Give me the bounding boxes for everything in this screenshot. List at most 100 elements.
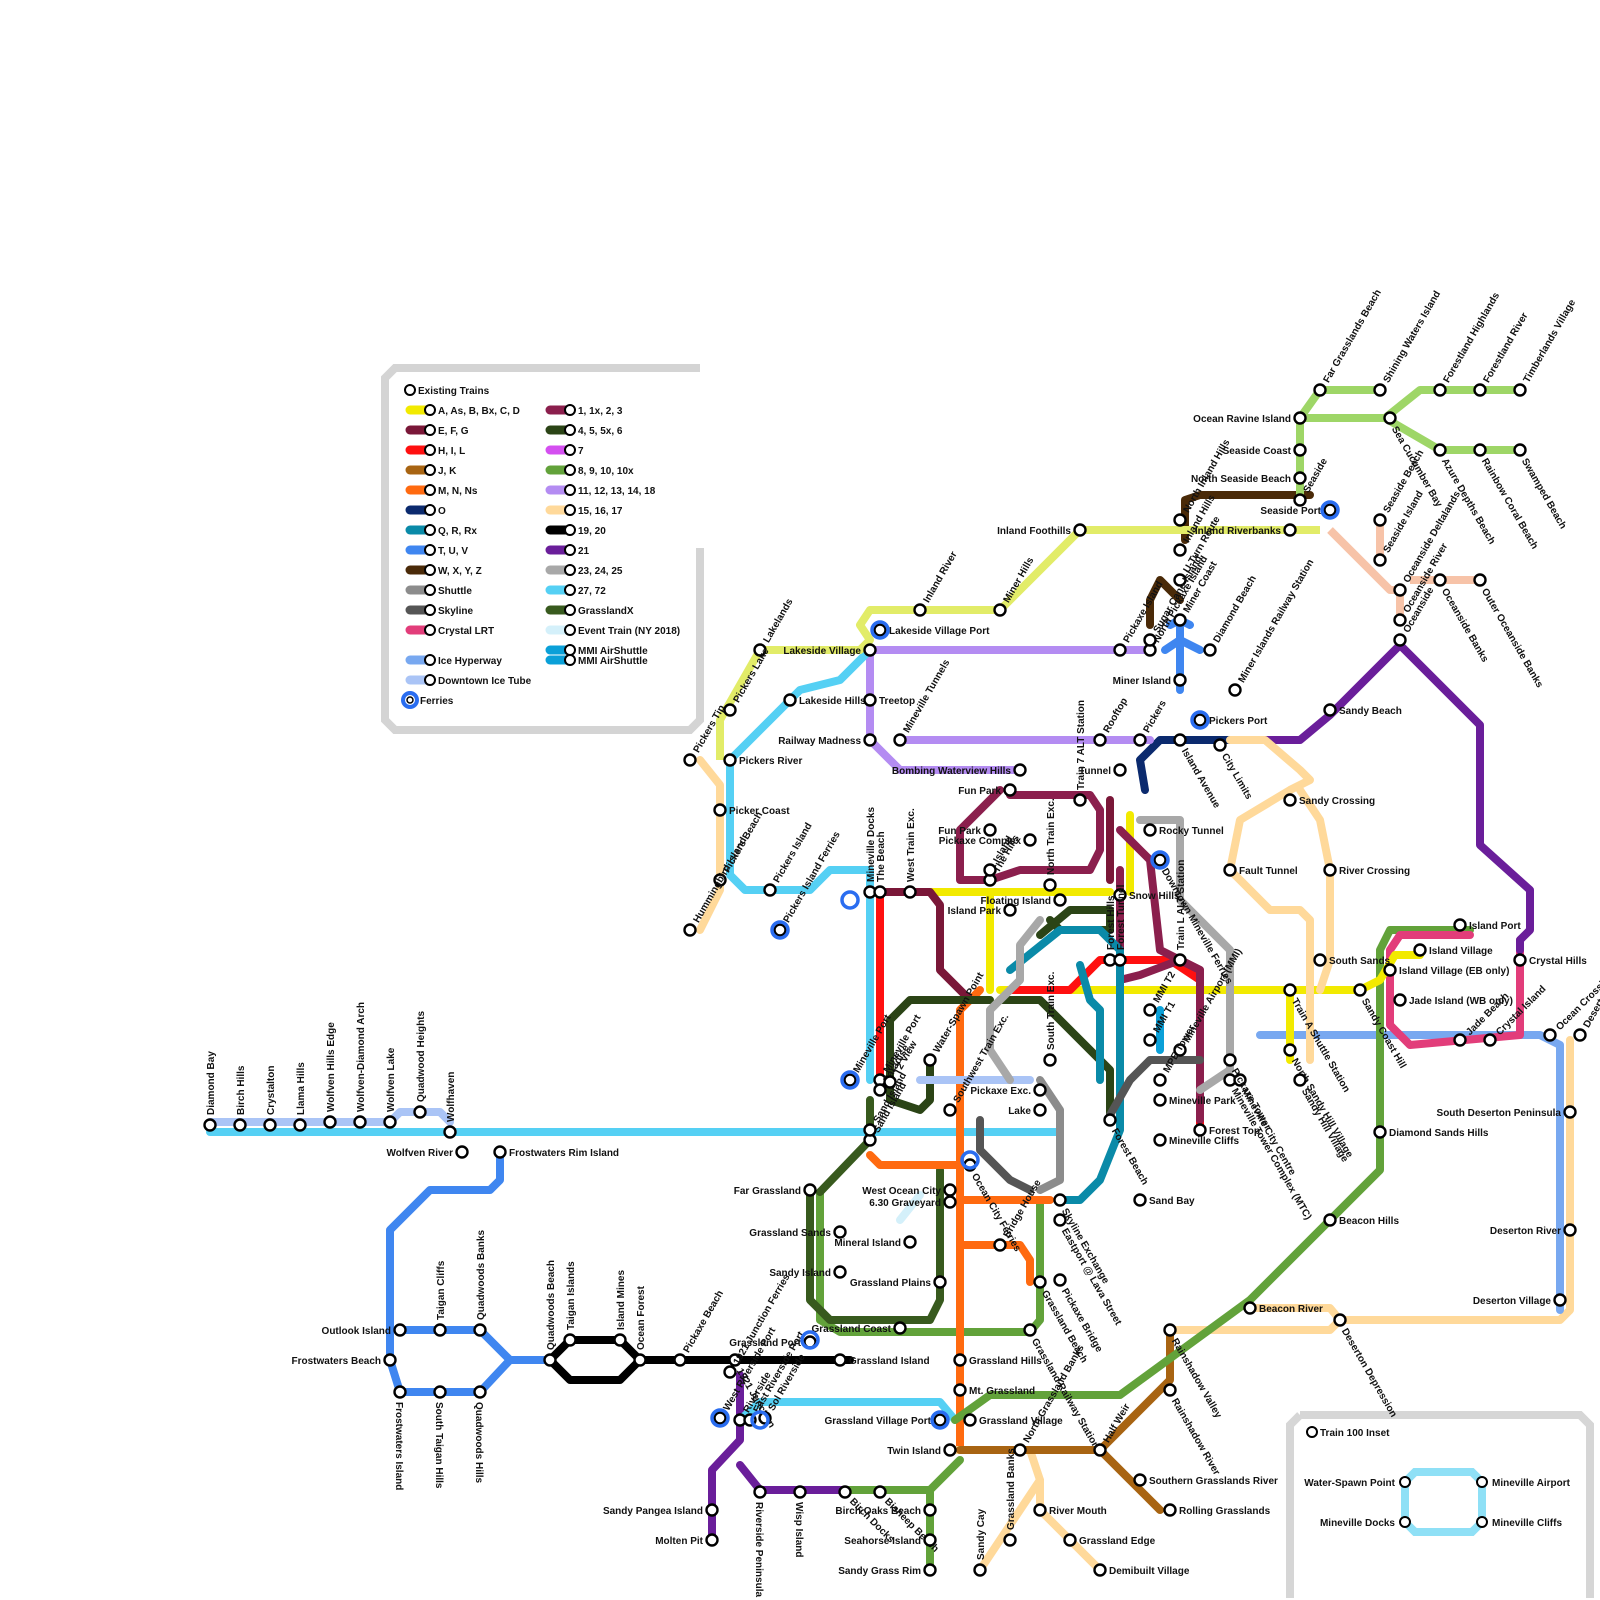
station-marker[interactable] bbox=[713, 873, 727, 887]
station[interactable]: Ocean Forest bbox=[633, 1285, 648, 1367]
station[interactable]: Quadwoods Beach bbox=[543, 1260, 558, 1367]
station[interactable]: Sandy Grass Rim bbox=[838, 1563, 937, 1578]
station-marker[interactable] bbox=[1223, 1053, 1237, 1067]
station[interactable]: Crystalton bbox=[263, 1066, 278, 1132]
station-marker[interactable] bbox=[1173, 543, 1187, 557]
station-marker[interactable] bbox=[1473, 443, 1487, 457]
station-marker[interactable] bbox=[1153, 853, 1167, 867]
station-marker[interactable] bbox=[1393, 613, 1407, 627]
station-marker[interactable] bbox=[1023, 833, 1037, 847]
station-marker[interactable] bbox=[833, 1265, 847, 1279]
station-marker[interactable] bbox=[1453, 918, 1467, 932]
station[interactable]: Grassland Edge bbox=[1063, 1533, 1156, 1548]
station[interactable]: Deserton Depression bbox=[1333, 1313, 1399, 1420]
station[interactable]: Far Grasslands Beach bbox=[1313, 288, 1384, 397]
station-marker[interactable] bbox=[863, 733, 877, 747]
station-marker[interactable] bbox=[1113, 643, 1127, 657]
station[interactable]: Molten Pit bbox=[655, 1533, 719, 1548]
station[interactable]: Water-Spawn Point bbox=[1304, 1476, 1411, 1489]
station-marker[interactable] bbox=[863, 693, 877, 707]
station[interactable]: Seaside Coast bbox=[1223, 443, 1307, 458]
station-marker[interactable] bbox=[913, 603, 927, 617]
station-marker[interactable] bbox=[1173, 573, 1187, 587]
station-marker[interactable] bbox=[1003, 783, 1017, 797]
station[interactable]: River Crossing bbox=[1323, 863, 1411, 878]
station[interactable]: Eastport @ Lava Street bbox=[1053, 1213, 1124, 1328]
station-marker[interactable] bbox=[1073, 793, 1087, 807]
station[interactable]: Inland Riverbanks bbox=[1195, 523, 1297, 538]
station-marker[interactable] bbox=[893, 1321, 907, 1335]
station-marker[interactable] bbox=[1043, 878, 1057, 892]
station-marker[interactable] bbox=[1283, 793, 1297, 807]
station-marker[interactable] bbox=[883, 1075, 897, 1089]
station-marker[interactable] bbox=[1013, 1443, 1027, 1457]
station[interactable]: Grassland Sands bbox=[749, 1225, 847, 1240]
station[interactable]: Deserton Village bbox=[1473, 1293, 1567, 1308]
station-marker[interactable] bbox=[1223, 863, 1237, 877]
station[interactable]: Island Village (EB only) bbox=[1383, 963, 1510, 978]
station-marker[interactable] bbox=[1228, 683, 1242, 697]
station[interactable]: Quadwoods Hills bbox=[473, 1385, 487, 1484]
station[interactable]: Picker Coast bbox=[713, 803, 791, 818]
station[interactable]: Mineral Island bbox=[834, 1235, 917, 1250]
station[interactable]: Ocean City Ferries bbox=[963, 1158, 1023, 1255]
station-marker[interactable] bbox=[1333, 1313, 1347, 1327]
station[interactable]: Mineville Park bbox=[1153, 1093, 1237, 1108]
station[interactable]: Island Park bbox=[948, 903, 1017, 918]
station-marker[interactable] bbox=[1313, 953, 1327, 967]
station-marker[interactable] bbox=[838, 1485, 852, 1499]
station-marker[interactable] bbox=[1323, 503, 1337, 517]
station-marker[interactable] bbox=[1133, 733, 1147, 747]
station[interactable]: Train L ALT Station bbox=[1173, 860, 1188, 967]
station-marker[interactable] bbox=[783, 693, 797, 707]
station[interactable]: Wolfven Lake bbox=[383, 1047, 398, 1129]
station[interactable]: Diamond Sands Hills bbox=[1373, 1125, 1489, 1140]
station-marker[interactable] bbox=[943, 1195, 957, 1209]
station-marker[interactable] bbox=[1383, 411, 1397, 425]
station-marker[interactable] bbox=[713, 1411, 727, 1425]
station[interactable]: Llama Hills bbox=[293, 1062, 308, 1132]
station[interactable]: Sandy Beach bbox=[1323, 703, 1402, 718]
station-marker[interactable] bbox=[1133, 1473, 1147, 1487]
station-marker[interactable] bbox=[633, 1353, 647, 1367]
station[interactable]: Southern Grasslands River bbox=[1133, 1473, 1279, 1488]
station-marker[interactable] bbox=[1323, 1213, 1337, 1227]
station[interactable]: Railway Madness bbox=[778, 733, 877, 748]
station-marker[interactable] bbox=[1373, 383, 1387, 397]
station-marker[interactable] bbox=[1193, 1123, 1207, 1137]
station-marker[interactable] bbox=[1433, 443, 1447, 457]
station-marker[interactable] bbox=[1293, 411, 1307, 425]
station[interactable]: Pickers Lake bbox=[723, 646, 772, 717]
station-marker[interactable] bbox=[873, 885, 887, 899]
station-marker[interactable] bbox=[1003, 1533, 1017, 1547]
station[interactable]: Birch Hills bbox=[233, 1065, 248, 1132]
station[interactable]: Pickers River bbox=[723, 753, 803, 768]
station-marker[interactable] bbox=[1033, 1275, 1047, 1289]
station[interactable]: Wolfhaven bbox=[443, 1072, 458, 1139]
station-marker[interactable] bbox=[543, 1353, 557, 1367]
station[interactable]: Pickaxe Beach bbox=[673, 1289, 727, 1367]
station[interactable]: Beacon River bbox=[1243, 1301, 1324, 1316]
station[interactable]: Mineville Cliffs bbox=[1476, 1516, 1562, 1529]
station[interactable]: Lakeside Village Port bbox=[873, 623, 991, 638]
station-marker[interactable] bbox=[1113, 953, 1127, 967]
station-marker[interactable] bbox=[1173, 1043, 1187, 1057]
station-marker[interactable] bbox=[1293, 493, 1307, 507]
station-marker[interactable] bbox=[1103, 1113, 1117, 1127]
station[interactable]: Jade Island (WB only) bbox=[1393, 993, 1513, 1008]
station-marker[interactable] bbox=[1393, 633, 1407, 647]
station[interactable]: Wolfven-Diamond Arch bbox=[353, 1002, 368, 1129]
station-marker[interactable] bbox=[1173, 953, 1187, 967]
station[interactable]: Lake bbox=[1008, 1103, 1047, 1118]
station-marker[interactable] bbox=[763, 883, 777, 897]
station-marker[interactable] bbox=[873, 623, 887, 637]
station-marker[interactable] bbox=[1163, 1383, 1177, 1397]
station[interactable]: Grassland Hills bbox=[953, 1353, 1043, 1368]
station-marker[interactable] bbox=[1203, 643, 1217, 657]
station-marker[interactable] bbox=[1413, 943, 1427, 957]
station-marker[interactable] bbox=[1033, 1103, 1047, 1117]
station-marker[interactable] bbox=[673, 1353, 687, 1367]
station-marker[interactable] bbox=[455, 1145, 469, 1159]
station-marker[interactable] bbox=[1393, 583, 1407, 597]
station-marker[interactable] bbox=[413, 1105, 427, 1119]
